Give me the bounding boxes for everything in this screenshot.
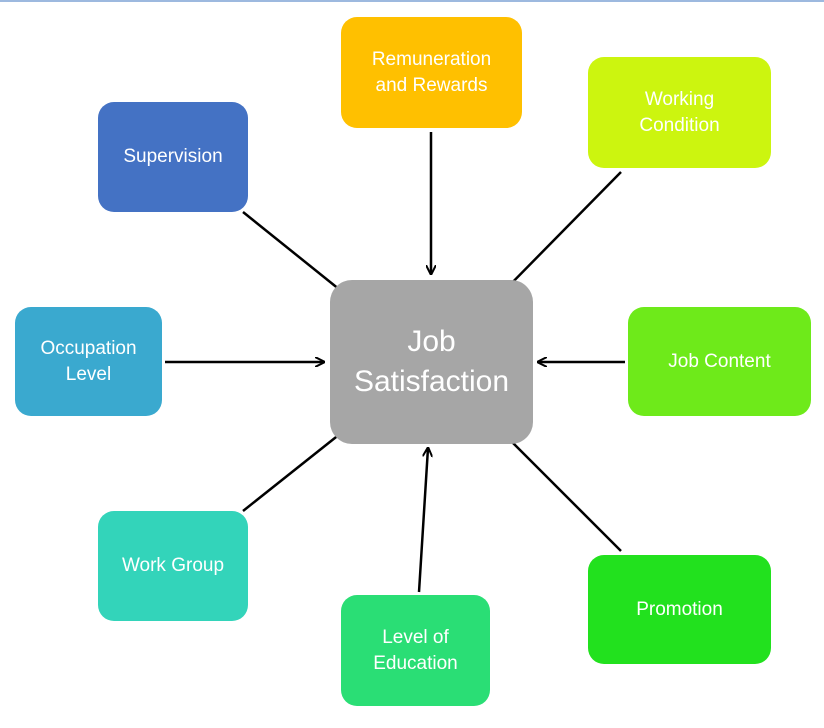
center-label-line2: Satisfaction bbox=[353, 365, 510, 398]
job-content-node: Job Content bbox=[628, 307, 811, 416]
supervision-node: Supervision bbox=[98, 102, 248, 212]
arrow-level-of-education bbox=[417, 448, 428, 593]
node-label: Condition bbox=[639, 114, 720, 136]
level-of-education-node: Level of Education bbox=[341, 595, 490, 706]
node-label: Working bbox=[644, 88, 715, 110]
top-border bbox=[0, 0, 824, 2]
node-label: and Rewards bbox=[375, 74, 488, 96]
remuneration-node: Remuneration and Rewards bbox=[341, 17, 522, 128]
node-label: Remuneration bbox=[371, 48, 492, 70]
node-label: Work Group bbox=[121, 555, 225, 576]
arrow-working-condition bbox=[500, 171, 622, 295]
center-label-line1: Job bbox=[407, 325, 456, 358]
promotion-node: Promotion bbox=[588, 555, 771, 664]
node-label: Job Content bbox=[668, 350, 771, 372]
node-label: Education bbox=[373, 652, 458, 674]
node-label: Level of bbox=[382, 626, 449, 648]
arrow-promotion bbox=[500, 430, 622, 552]
node-label: Occupation bbox=[40, 337, 137, 359]
node-label: Level bbox=[65, 363, 112, 385]
node-label: Promotion bbox=[636, 598, 723, 620]
work-group-node: Work Group bbox=[98, 511, 248, 621]
node-label: Supervision bbox=[123, 146, 223, 167]
